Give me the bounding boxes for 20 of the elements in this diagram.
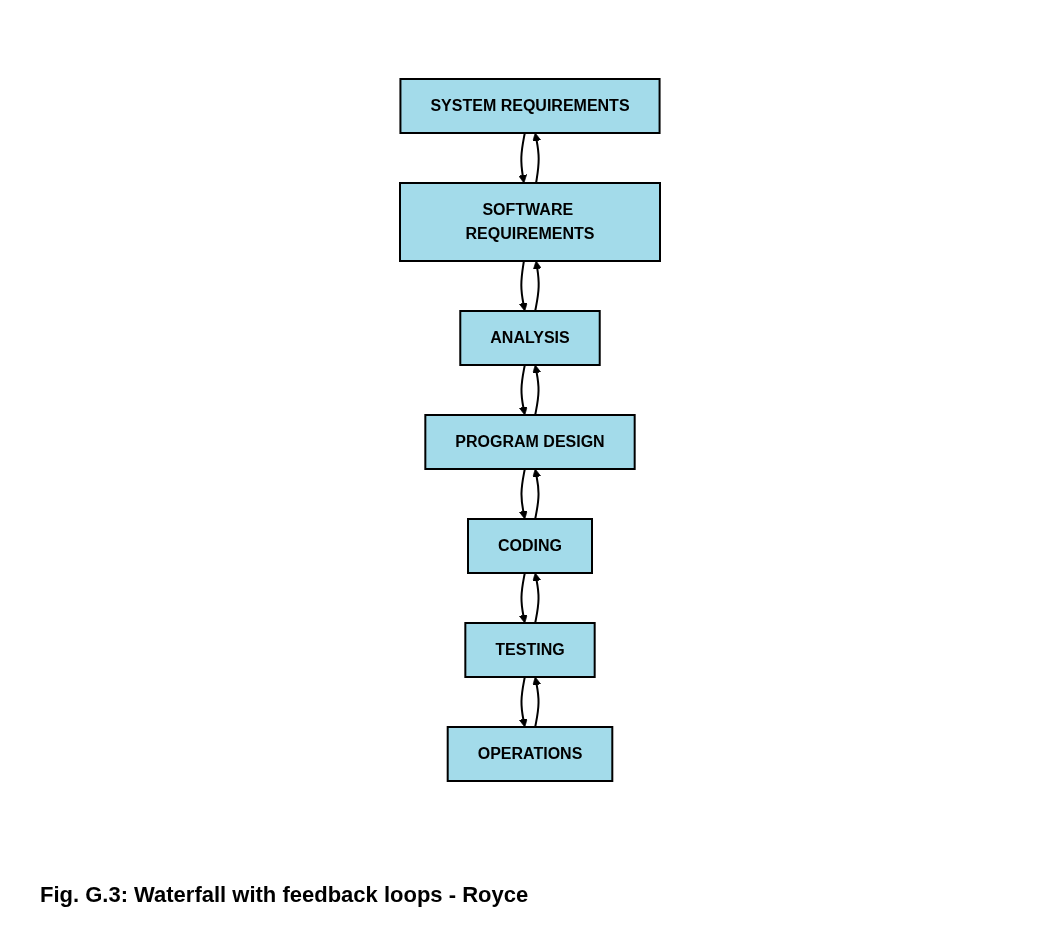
- caption: Fig. G.3: Waterfall with feedback loops - Royce: [40, 882, 529, 908]
- arrow: [531, 572, 541, 624]
- node-box: PROGRAM DESIGN: [423, 414, 636, 470]
- arrow: [518, 260, 528, 312]
- node-box: CODING: [466, 518, 593, 574]
- node-box: TESTING: [463, 622, 596, 678]
- arrow: [531, 468, 541, 520]
- arrow: [518, 572, 528, 624]
- arrow: [518, 364, 528, 416]
- arrow: [517, 132, 527, 184]
- arrow: [531, 132, 541, 184]
- arrow: [531, 364, 541, 416]
- node-box: SYSTEM REQUIREMENTS: [398, 78, 661, 134]
- node-box: SOFTWARE REQUIREMENTS: [398, 182, 661, 262]
- arrow: [518, 676, 528, 728]
- node-box: ANALYSIS: [458, 310, 601, 366]
- arrow: [531, 676, 541, 728]
- arrow: [532, 260, 542, 312]
- arrow: [518, 468, 528, 520]
- node-box: OPERATIONS: [446, 726, 613, 782]
